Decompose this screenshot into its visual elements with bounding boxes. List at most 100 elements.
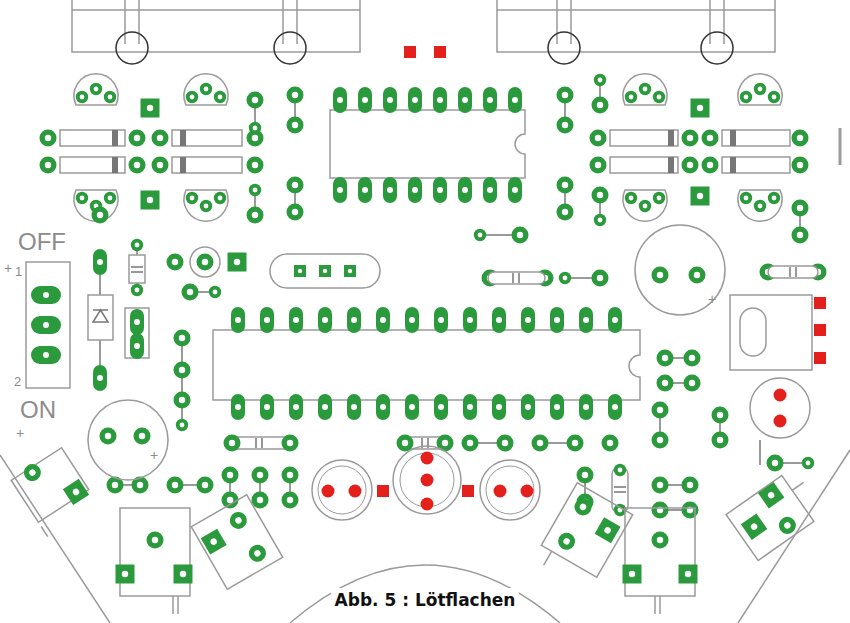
diode-symbol <box>93 365 107 391</box>
ic-pad <box>492 307 506 333</box>
crystal-footprint <box>294 265 306 277</box>
transistor-footprint <box>74 74 782 221</box>
diode-body <box>172 130 242 146</box>
solder-pad <box>176 419 188 431</box>
crystal-footprint <box>344 265 356 277</box>
capacitor-symbol <box>129 255 145 283</box>
ic-pad <box>508 87 522 113</box>
sensor-footprint <box>774 389 787 402</box>
capacitor-symbol <box>614 487 626 492</box>
solder-pad <box>182 284 199 301</box>
solder-pad <box>652 477 669 494</box>
diode-body <box>60 157 125 173</box>
diode-symbol <box>93 310 108 322</box>
slide-switch <box>31 316 61 334</box>
crystal-footprint <box>319 265 331 277</box>
led-footprint <box>318 466 366 514</box>
solder-pad <box>592 270 609 287</box>
solder-pad <box>167 477 184 494</box>
tactile-switch <box>9 445 825 614</box>
solder-pad <box>532 435 549 452</box>
tactile-switch <box>555 530 578 553</box>
tactile-switch <box>41 526 48 536</box>
electrolytic-capacitor <box>652 267 669 284</box>
tactile-switch <box>758 482 784 508</box>
switch-state-label-slot: ON <box>20 398 56 422</box>
tactile-switch <box>11 448 89 523</box>
solder-pad <box>249 122 261 134</box>
led-footprint <box>462 485 474 497</box>
led-footprint <box>421 498 434 511</box>
ic-pad <box>521 394 535 420</box>
solder-pad <box>792 157 809 174</box>
solder-pad <box>592 97 609 114</box>
diode-symbol <box>88 249 113 391</box>
board-outline <box>738 450 850 623</box>
capacitor-symbol <box>125 308 149 358</box>
tactile-switch <box>679 565 698 584</box>
solder-pad <box>141 191 160 210</box>
solder-pad <box>614 464 626 476</box>
header-connector <box>125 0 297 44</box>
solder-pad <box>130 333 144 359</box>
ic-pad <box>358 87 372 113</box>
tactile-switch <box>227 509 250 532</box>
solder-pad <box>590 157 607 174</box>
slide-switch <box>31 346 61 364</box>
solder-pad <box>652 432 669 449</box>
tactile-switch <box>741 513 767 539</box>
diode-band <box>730 157 736 173</box>
switch-state-label: OFF <box>18 228 66 255</box>
tactile-switch <box>21 461 45 485</box>
diode-body <box>610 157 678 173</box>
solder-pad <box>792 130 809 147</box>
capacitor-symbol <box>790 267 796 277</box>
trace <box>490 208 818 463</box>
smd-pad <box>404 46 416 58</box>
ic-pad <box>405 307 419 333</box>
solder-pad <box>131 239 143 251</box>
sensor-footprint <box>814 352 826 364</box>
solder-pad <box>287 117 304 134</box>
polarity-mark-slot: + <box>150 446 158 464</box>
switch-state-label: ON <box>20 396 56 423</box>
diode-body <box>60 130 790 173</box>
transistor-footprint <box>738 74 782 105</box>
led-footprint <box>480 460 540 520</box>
ic-pad <box>376 394 390 420</box>
solder-pad <box>209 286 221 298</box>
tactile-switch <box>174 565 193 584</box>
solder-pad <box>222 492 239 509</box>
slide-switch <box>31 286 61 304</box>
ic-outline <box>213 110 640 400</box>
transistor-footprint <box>184 74 228 105</box>
solder-pad <box>249 184 261 196</box>
transistor-footprint <box>623 190 667 221</box>
caption-slot: Abb. 5 : Lötflachen <box>0 592 850 610</box>
diode-body <box>722 157 790 173</box>
diode-band <box>180 157 186 173</box>
led-footprint <box>393 446 461 514</box>
diode-band <box>180 130 186 146</box>
diode-body <box>172 157 242 173</box>
ic-pad <box>579 394 593 420</box>
solder-pad <box>712 407 729 424</box>
solder-pad <box>691 99 710 118</box>
tactile-switch <box>246 542 269 565</box>
tactile-switch <box>541 483 632 577</box>
solder-pad <box>682 130 699 147</box>
trace <box>115 443 620 510</box>
transistor-footprint <box>184 190 228 221</box>
transistor-footprint <box>74 74 118 105</box>
solder-pad <box>222 467 239 484</box>
solder-pad <box>282 435 299 452</box>
capacitor-symbol <box>125 255 818 512</box>
ic-pad <box>483 177 497 203</box>
solder-pad <box>474 229 486 241</box>
ic-pad <box>383 87 397 113</box>
tactile-switch <box>544 551 552 565</box>
solder-pad <box>174 330 191 347</box>
ic-pad <box>463 394 477 420</box>
slide-switch <box>26 262 70 388</box>
